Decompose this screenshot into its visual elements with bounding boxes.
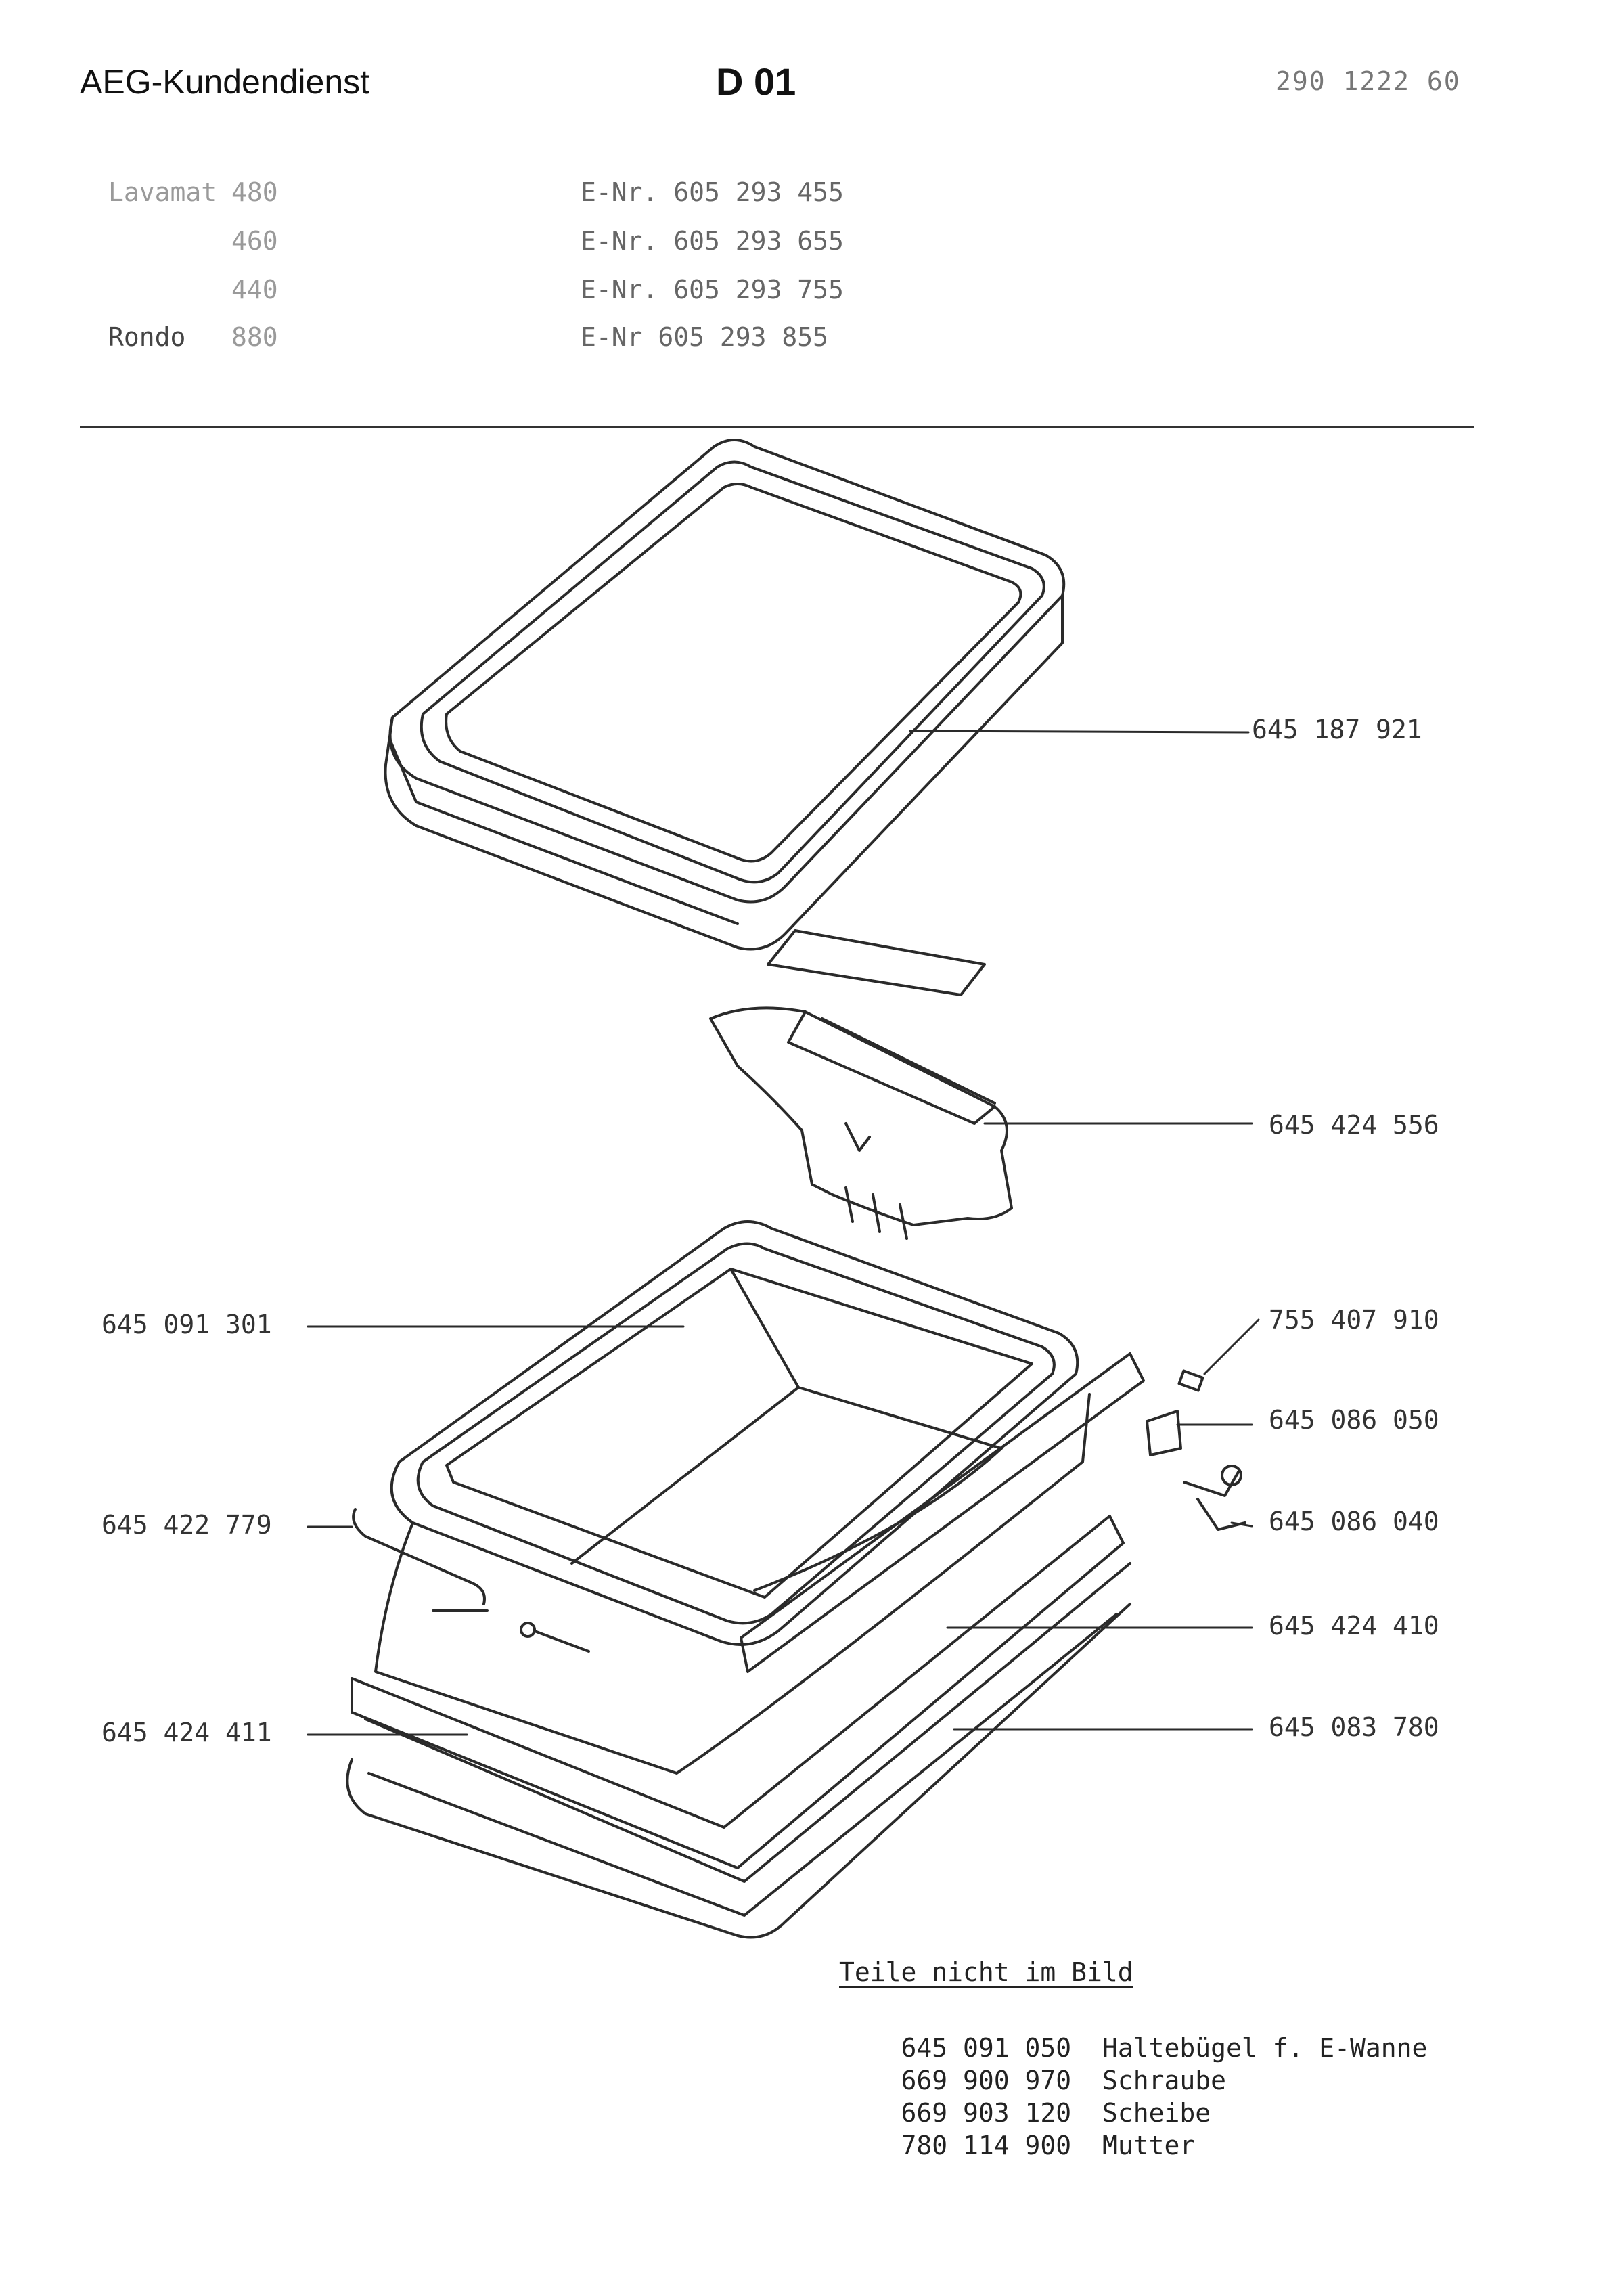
part-number-label: 645 424 556 <box>1269 1110 1439 1140</box>
not-shown-desc: Scheibe <box>1102 2098 1211 2128</box>
model-enr: E-Nr. 605 293 755 <box>581 275 844 305</box>
not-shown-row: 645 091 050 Haltebügel f. E-Wanne <box>839 2003 1428 2093</box>
part-number-label: 645 083 780 <box>1269 1712 1439 1742</box>
not-shown-title: Teile nicht im Bild <box>839 1957 1133 1987</box>
part-number-label: 755 407 910 <box>1269 1305 1439 1335</box>
leader-lines <box>307 730 1260 1736</box>
tub-part <box>374 1220 1091 1775</box>
header-divider <box>80 426 1474 428</box>
part-number-label: 645 422 779 <box>102 1510 272 1540</box>
not-shown-desc: Schraube <box>1102 2066 1226 2095</box>
not-shown-row: 669 900 970 Schraube <box>839 2036 1226 2125</box>
not-shown-number: 780 114 900 <box>901 2131 1072 2160</box>
model-number: 460 <box>231 226 278 256</box>
model-enr: E-Nr 605 293 855 <box>581 322 829 352</box>
not-shown-row: 780 114 900 Mutter <box>839 2101 1196 2190</box>
sheet-code: D 01 <box>716 60 796 103</box>
model-number: 440 <box>231 275 278 305</box>
model-number: 480 <box>231 177 278 207</box>
part-number-label: 645 424 410 <box>1269 1611 1439 1641</box>
not-shown-number: 645 091 050 <box>901 2033 1072 2063</box>
part-number-label: 645 086 050 <box>1269 1405 1439 1435</box>
not-shown-row: 669 903 120 Scheibe <box>839 2068 1211 2158</box>
part-number-label: 645 086 040 <box>1269 1507 1439 1536</box>
heater-part <box>352 1508 536 1638</box>
lid-frame-part <box>384 439 1066 951</box>
dispenser-part <box>709 929 1013 1240</box>
model-enr: E-Nr. 605 293 455 <box>581 177 844 207</box>
document-number: 290 1222 60 <box>1276 66 1461 96</box>
not-shown-number: 669 900 970 <box>901 2066 1072 2095</box>
model-number: 880 <box>231 322 278 352</box>
model-name: Lavamat <box>108 177 217 207</box>
part-number-label: 645 187 921 <box>1252 715 1422 744</box>
base-ring-parts <box>346 1352 1145 1939</box>
model-enr: E-Nr. 605 293 655 <box>581 226 844 256</box>
part-number-label: 645 091 301 <box>102 1310 272 1339</box>
fittings-part <box>1146 1369 1246 1531</box>
not-shown-desc: Mutter <box>1102 2131 1196 2160</box>
brand-title: AEG-Kundendienst <box>80 63 370 101</box>
not-shown-desc: Haltebügel f. E-Wanne <box>1102 2033 1428 2063</box>
not-shown-number: 669 903 120 <box>901 2098 1072 2128</box>
model-name: Rondo <box>108 322 186 352</box>
part-number-label: 645 424 411 <box>102 1718 272 1747</box>
